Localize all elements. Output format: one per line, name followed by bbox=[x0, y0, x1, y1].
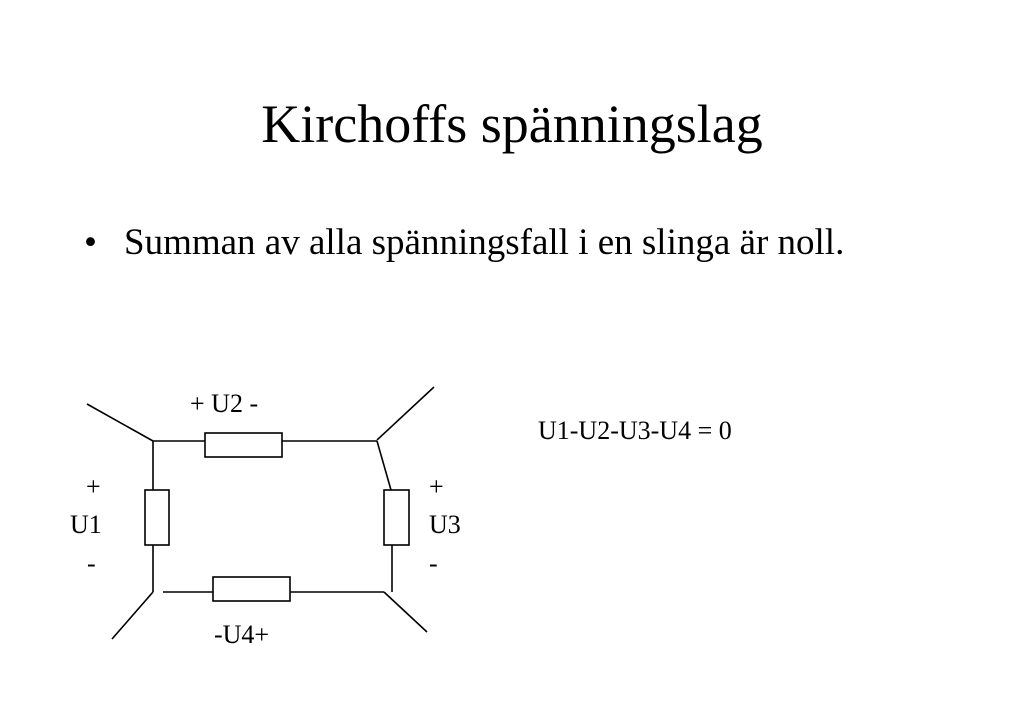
bullet-item: • Summan av alla spänningsfall i en slin… bbox=[84, 218, 914, 268]
wire-right-top bbox=[376, 440, 392, 491]
label-u3-plus: + bbox=[429, 472, 444, 501]
label-u1-plus: + bbox=[86, 472, 101, 501]
label-u3-minus: - bbox=[429, 549, 438, 578]
label-u3: U3 bbox=[429, 510, 461, 539]
label-u4: -U4+ bbox=[214, 620, 270, 649]
resistor-u2 bbox=[204, 432, 283, 458]
resistor-u1 bbox=[144, 489, 170, 546]
wire-top-right-external bbox=[376, 386, 435, 441]
slide-title: Kirchoffs spänningslag bbox=[261, 94, 763, 154]
label-u1-minus: - bbox=[87, 549, 96, 578]
label-u2: + U2 - bbox=[190, 389, 259, 418]
label-u1: U1 bbox=[70, 510, 102, 539]
kvl-equation: U1-U2-U3-U4 = 0 bbox=[538, 416, 732, 445]
wire-bottom-left-external bbox=[111, 591, 154, 640]
bullet-text: Summan av alla spänningsfall i en slinga… bbox=[124, 222, 845, 263]
resistor-u3 bbox=[383, 489, 410, 546]
resistor-u4 bbox=[212, 576, 291, 602]
bullet-marker: • bbox=[84, 222, 97, 263]
wire-bottom-right-external bbox=[383, 591, 428, 633]
wire-top-left-external bbox=[86, 403, 154, 442]
